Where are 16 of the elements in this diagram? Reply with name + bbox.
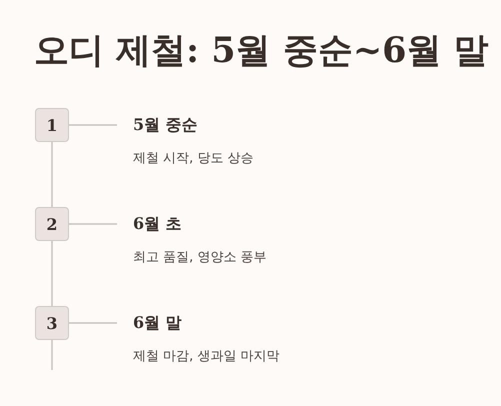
timeline-line	[51, 340, 53, 370]
step-description: 제철 마감, 생과일 마지막	[133, 348, 280, 365]
step-description: 제철 시작, 당도 상승	[133, 150, 254, 167]
connector-line	[69, 223, 117, 225]
connector-line	[69, 322, 117, 324]
step-description: 최고 품질, 영양소 풍부	[133, 249, 267, 266]
step-number-badge: 2	[35, 207, 69, 241]
step-heading: 6월 초	[133, 214, 182, 234]
timeline-line	[51, 241, 53, 306]
step-number-badge: 1	[35, 108, 69, 142]
timeline-line	[51, 142, 53, 207]
title: 오디 제철: 5월 중순~6월 말	[34, 30, 489, 72]
step-heading: 6월 말	[133, 313, 182, 333]
connector-line	[69, 124, 117, 126]
step-heading: 5월 중순	[133, 115, 198, 135]
step-number-badge: 3	[35, 306, 69, 340]
